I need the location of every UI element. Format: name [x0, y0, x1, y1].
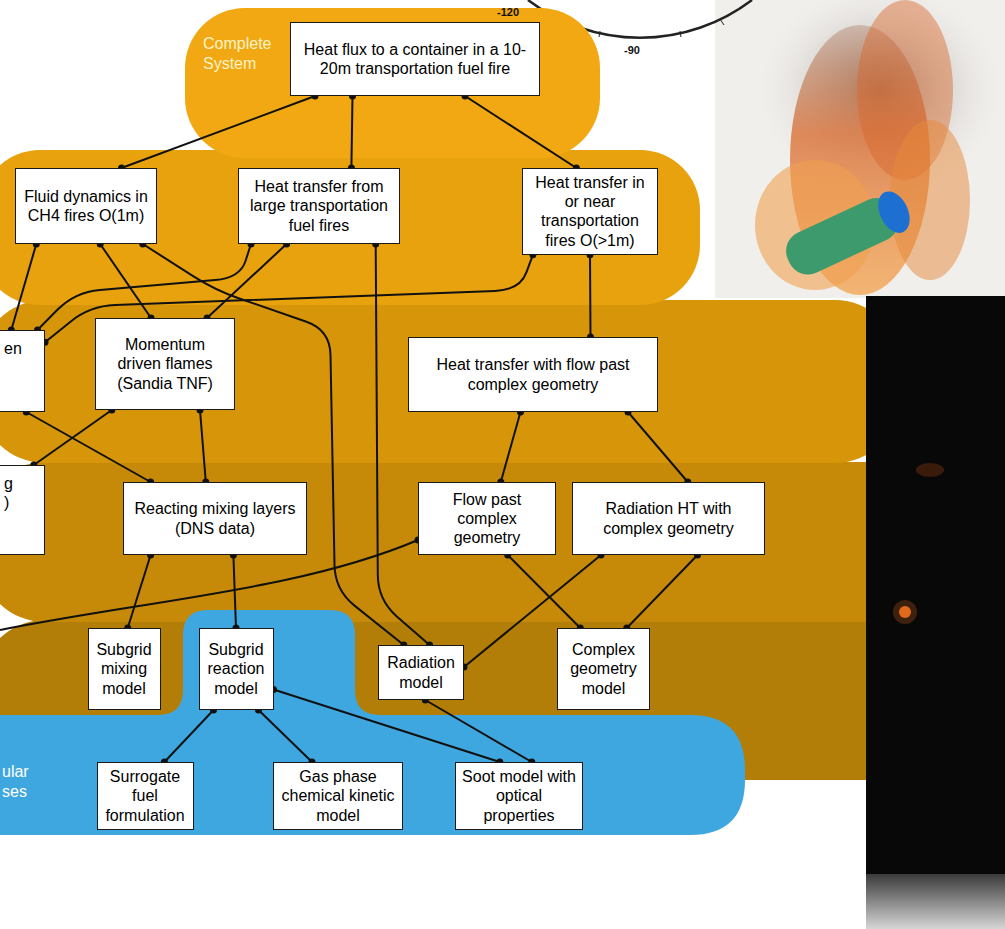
process-box: Heat transfer from large transportation … — [238, 168, 400, 244]
connector — [143, 244, 404, 645]
polar-tick — [599, 31, 600, 37]
process-box: en — [0, 330, 45, 412]
photo-glow — [893, 600, 917, 624]
polar-tick — [720, 19, 724, 25]
label-holder: -90 — [624, 40, 640, 58]
node-text: Heat transfer from large transportation … — [245, 177, 393, 235]
process-box: Complex geometry model — [557, 628, 650, 710]
photo-floor — [866, 874, 1005, 929]
connector — [34, 410, 112, 465]
connector — [100, 244, 151, 318]
band — [0, 150, 700, 305]
process-box: Reacting mixing layers (DNS data) — [123, 482, 307, 555]
connector — [627, 555, 698, 628]
node-text: Complex geometry model — [564, 640, 643, 698]
connector — [207, 244, 287, 318]
container-cylinder — [780, 186, 916, 281]
node-text: Radiation model — [385, 653, 457, 691]
process-box: Subgrid mixing model — [88, 628, 161, 710]
connector — [508, 555, 581, 628]
node-text: en — [4, 339, 34, 358]
connector — [11, 244, 36, 330]
photo-ground — [866, 296, 1005, 874]
node-text: Soot model with optical properties — [462, 767, 576, 825]
node-text: Radiation HT with complex geometry — [579, 499, 758, 537]
process-box: Momentum driven flames (Sandia TNF) — [95, 318, 235, 410]
label-holder: -120 — [497, 2, 519, 20]
fire-illustration — [715, 0, 1005, 298]
connector — [589, 255, 592, 337]
process-box: Subgrid reaction model — [199, 628, 274, 710]
photo-glow — [916, 463, 944, 477]
connector — [376, 244, 430, 645]
process-box: Flow past complex geometry — [418, 482, 556, 555]
process-box: Radiation HT with complex geometry — [572, 482, 765, 555]
node-text: Subgrid reaction model — [206, 640, 267, 698]
level-band: Complete SystemHeat flux to a container … — [185, 8, 600, 158]
node-text: Complete System — [203, 34, 293, 74]
process-box: Fluid dynamics in CH4 fires O(1m) — [15, 168, 157, 244]
axis-label: -90 — [624, 44, 640, 56]
night-fire-photo — [866, 296, 1005, 929]
node-text: Flow past complex geometry — [425, 490, 549, 548]
node-text: Surrogate fuel formulation — [104, 767, 187, 825]
node-text: Heat flux to a container in a 10-20m tra… — [297, 40, 533, 78]
node-text: g ) — [4, 474, 16, 512]
process-box: g ) — [0, 465, 45, 555]
cylinder-end — [872, 186, 916, 238]
node-text: Heat transfer in or near transportation … — [529, 173, 651, 250]
axis-label: -120 — [497, 6, 519, 18]
node-text: ular ses — [2, 762, 34, 802]
polar-tick — [680, 31, 681, 37]
process-box: Heat flux to a container in a 10-20m tra… — [290, 22, 540, 96]
node-text: Subgrid mixing model — [95, 640, 154, 698]
node-text: Heat transfer with flow past complex geo… — [415, 355, 651, 393]
connector — [628, 412, 688, 482]
process-box: Heat transfer in or near transportation … — [522, 168, 658, 255]
process-box: Surrogate fuel formulation — [97, 762, 194, 830]
connector — [128, 555, 151, 628]
connector — [200, 410, 206, 482]
process-box: Heat transfer with flow past complex geo… — [408, 337, 658, 412]
node-text: Fluid dynamics in CH4 fires O(1m) — [22, 187, 150, 225]
process-box: Soot model with optical properties — [455, 762, 583, 830]
node-text: Gas phase chemical kinetic model — [280, 767, 396, 825]
band — [0, 462, 960, 622]
node-text: Reacting mixing layers (DNS data) — [130, 499, 300, 537]
process-box: Gas phase chemical kinetic model — [273, 762, 403, 830]
node-text: Momentum driven flames (Sandia TNF) — [102, 335, 228, 393]
band — [0, 300, 900, 463]
connector — [501, 412, 521, 482]
band-outline — [0, 610, 745, 835]
process-box: Radiation model — [378, 645, 464, 700]
